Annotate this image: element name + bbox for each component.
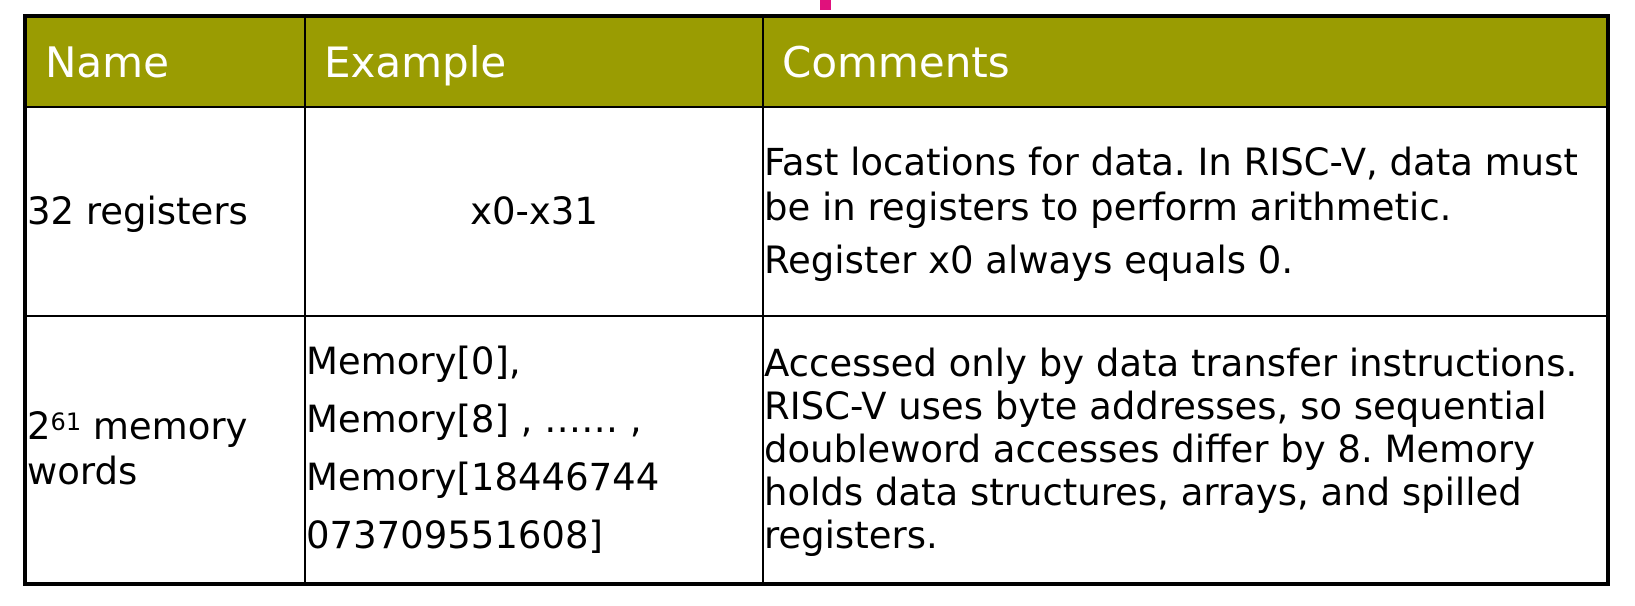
header-example: Example: [304, 15, 764, 108]
table-row: 32 registers x0-x31 Fast locations for d…: [24, 106, 1609, 317]
memory-example-line-2: Memory[8] , …… ,: [306, 398, 642, 442]
memory-comment: Accessed only by data transfer instructi…: [764, 341, 1578, 557]
memory-name-rest: memory words: [27, 405, 248, 494]
row-registers-comments: Fast locations for data. In RISC-V, data…: [762, 106, 1609, 317]
row-memory-example: Memory[0], Memory[8] , …… , Memory[18446…: [304, 314, 764, 586]
header-name: Name: [24, 15, 306, 108]
table-header-row: Name Example Comments: [24, 15, 1609, 108]
decorative-accent-mark: [820, 0, 831, 10]
memory-name-exponent: 61: [50, 408, 82, 437]
registers-comment-2: Register x0 always equals 0.: [764, 238, 1294, 282]
registers-comment-1: Fast locations for data. In RISC-V, data…: [764, 140, 1578, 229]
memory-name-base: 2: [27, 405, 51, 449]
header-comments: Comments: [762, 15, 1609, 108]
memory-example-line-4: 073709551608]: [306, 514, 603, 558]
row-memory-name: 261 memory words: [24, 314, 306, 586]
risc-v-operands-table: Name Example Comments 32 registers x0-x3…: [23, 14, 1610, 586]
row-registers-name: 32 registers: [24, 106, 306, 317]
table-row: 261 memory words Memory[0], Memory[8] , …: [24, 314, 1609, 586]
memory-example-line-1: Memory[0],: [306, 340, 521, 384]
row-registers-example: x0-x31: [304, 106, 764, 317]
memory-example-line-3: Memory[18446744: [306, 456, 660, 500]
row-memory-comments: Accessed only by data transfer instructi…: [762, 314, 1609, 586]
